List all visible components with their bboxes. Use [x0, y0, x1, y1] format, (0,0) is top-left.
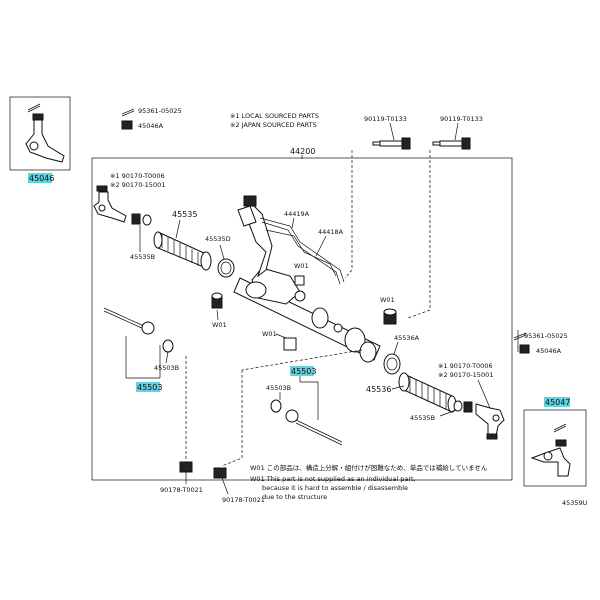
mount-grommet-right: [383, 308, 397, 325]
clip-45503b-left: [162, 339, 174, 353]
label-90119-b[interactable]: 90119-T0133: [440, 115, 483, 123]
label-w01-top[interactable]: W01: [294, 262, 309, 270]
label-90170-15001-right[interactable]: ※2 90170-15001: [438, 371, 493, 379]
tie-rod-end-left: [93, 185, 127, 223]
label-45536a[interactable]: 45536A: [394, 334, 420, 342]
left-tie-rod-end-box: [9, 96, 71, 171]
nut-90178-b: [213, 467, 227, 479]
label-45503-right[interactable]: 45503: [291, 367, 316, 376]
label-45536[interactable]: 45536: [366, 385, 391, 394]
mount-grommet-lower: [283, 337, 297, 351]
label-45047[interactable]: 45047: [545, 398, 570, 407]
label-45047-highlight: [544, 397, 570, 407]
label-45503-left[interactable]: 45503: [137, 383, 162, 392]
inner-tie-rod-45503-left: [103, 307, 155, 335]
label-45503b-right[interactable]: 45503B: [266, 384, 291, 392]
boot-clamp-45536a: [383, 353, 401, 375]
pressure-tube-44419a: [259, 217, 345, 283]
label-w01-left[interactable]: W01: [212, 321, 227, 329]
label-45535b-right[interactable]: 45535B: [410, 414, 435, 422]
cotter-pin-left: [121, 108, 135, 117]
pressure-tube-44419a-inner: [261, 221, 341, 285]
tie-rod-end-right-boxed: [530, 423, 571, 477]
label-45046a-right[interactable]: 45046A: [536, 347, 562, 355]
steering-gear-housing: [233, 195, 381, 363]
label-90170-t0006-left[interactable]: ※1 90170-T0006: [110, 172, 165, 180]
label-45046[interactable]: 45046: [29, 174, 54, 183]
label-90178-b[interactable]: 90178-T0021: [222, 496, 265, 504]
footnote-english-3: due to the structure: [262, 493, 327, 501]
nut-45046a-right: [519, 344, 530, 354]
label-44419a[interactable]: 44419A: [284, 210, 310, 218]
label-90178-a[interactable]: 90178-T0021: [160, 486, 203, 494]
return-tube-44418a: [265, 229, 337, 277]
tie-rod-end-left-boxed: [25, 103, 65, 163]
label-45535d[interactable]: 45535D: [205, 235, 231, 243]
label-45503-right-highlight: [290, 366, 314, 376]
footnote-english-1: W01 This part is not supplied as an indi…: [250, 475, 416, 483]
cotter-pin-right: [513, 332, 527, 341]
label-95361-right[interactable]: 95361-05025: [524, 332, 568, 340]
label-90170-15001-left[interactable]: ※2 90170-15001: [110, 181, 165, 189]
mount-grommet-left: [211, 292, 223, 309]
jam-nut-45535b-right: [453, 400, 473, 413]
label-95361-left[interactable]: 95361-05025: [138, 107, 182, 115]
label-45046a-left[interactable]: 45046A: [138, 122, 164, 130]
nut-45046a-left: [121, 120, 133, 130]
bolt-90119-b: [432, 137, 471, 150]
label-w01-lower[interactable]: W01: [262, 330, 277, 338]
footnote-english-2: because it is hard to assemble / disasse…: [262, 484, 408, 492]
footnote-japanese: W01 この部品は、構造上分解・組付けが困難なため、単品では補給していません: [250, 463, 488, 472]
label-44200[interactable]: 44200: [290, 147, 315, 156]
figure-code: 45359U: [562, 499, 588, 507]
legend-japan-sourced: ※2 JAPAN SOURCED PARTS: [230, 121, 317, 129]
jam-nut-45535b-left: [131, 213, 152, 226]
label-w01-right[interactable]: W01: [380, 296, 395, 304]
label-45535b-left[interactable]: 45535B: [130, 253, 155, 261]
bushing-w01-top: [294, 275, 305, 286]
label-44418a[interactable]: 44418A: [318, 228, 344, 236]
clip-45503b-right: [270, 399, 282, 413]
nut-90178-a: [179, 461, 193, 473]
inner-tie-rod-45503-right: [285, 409, 343, 446]
rack-boot-45535: [153, 231, 212, 271]
label-45503-left-highlight: [136, 382, 160, 392]
label-45046-highlight: [28, 173, 52, 183]
bolt-90119-a: [372, 137, 411, 150]
label-45535[interactable]: 45535: [172, 210, 197, 219]
legend-local-sourced: ※1 LOCAL SOURCED PARTS: [230, 112, 319, 120]
tie-rod-end-right: [475, 403, 505, 440]
label-90170-t0006-right[interactable]: ※1 90170-T0006: [438, 362, 493, 370]
boot-clamp-45535d: [217, 258, 235, 278]
right-tie-rod-end-box: [523, 409, 587, 487]
label-90119-a[interactable]: 90119-T0133: [364, 115, 407, 123]
label-45503b-left[interactable]: 45503B: [154, 364, 179, 372]
